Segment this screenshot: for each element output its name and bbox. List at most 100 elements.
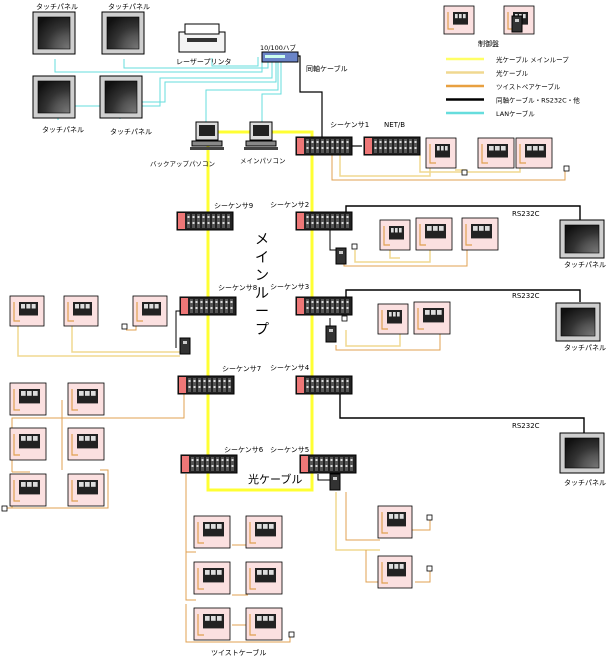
sequencer-led bbox=[198, 386, 201, 388]
sequencer-led bbox=[223, 380, 226, 382]
sequencer-led bbox=[212, 216, 215, 218]
sequencer-io-module bbox=[220, 299, 223, 313]
sequencer-led bbox=[311, 216, 314, 218]
sequencer-led bbox=[221, 465, 224, 467]
sequencer-led bbox=[374, 147, 377, 149]
sequencer-6-icon bbox=[180, 454, 238, 474]
sequencer-led bbox=[306, 307, 309, 309]
panel-module bbox=[27, 436, 32, 441]
panel-module bbox=[269, 616, 274, 621]
coax-cable bbox=[297, 55, 323, 138]
sequencer-io-module bbox=[316, 299, 319, 313]
sequencer-power-module bbox=[297, 377, 304, 393]
sequencer-io-module bbox=[326, 299, 329, 313]
touch-panel-label: タッチパネル bbox=[564, 260, 606, 269]
sequencer-led bbox=[215, 307, 218, 309]
sequencer-led bbox=[227, 216, 230, 218]
sequencer-io-module bbox=[321, 378, 324, 392]
sequencer-led bbox=[195, 301, 198, 303]
touch-panel-icon bbox=[559, 432, 605, 474]
sequencer-led bbox=[206, 459, 209, 461]
sequencer-io-module bbox=[222, 214, 225, 228]
touch-panel-icon bbox=[32, 11, 76, 55]
sequencer-led bbox=[306, 141, 309, 143]
sequencer-io-module bbox=[409, 139, 412, 153]
sequencer-led bbox=[315, 459, 318, 461]
sequencer-power-module bbox=[182, 456, 189, 472]
sequencer-led bbox=[311, 380, 314, 382]
panel-module bbox=[217, 616, 222, 621]
sequencer-led bbox=[321, 380, 324, 382]
control-panel-icon bbox=[67, 427, 105, 461]
sequencer-led bbox=[228, 380, 231, 382]
control-panel-icon bbox=[377, 555, 413, 589]
sequencer-io-module bbox=[306, 378, 309, 392]
sequencer-led bbox=[306, 147, 309, 149]
panel-module bbox=[394, 514, 399, 519]
panel-wiring bbox=[13, 302, 20, 322]
panel-module bbox=[501, 146, 506, 151]
sequencer-led bbox=[350, 465, 353, 467]
sequencer-led bbox=[341, 147, 344, 149]
converter-body bbox=[325, 325, 337, 343]
sequencer-led bbox=[330, 465, 333, 467]
control-panel-icon bbox=[461, 217, 499, 251]
panel-wiring bbox=[197, 568, 204, 590]
panel-module bbox=[263, 616, 268, 621]
sequencer-power-module bbox=[297, 213, 304, 229]
panel-wiring bbox=[383, 226, 390, 246]
sequencer-led bbox=[379, 141, 382, 143]
sequencer-io-module bbox=[310, 457, 313, 471]
sequencer-8-icon bbox=[179, 296, 237, 316]
twisted-cable bbox=[331, 155, 566, 181]
sequencer-led bbox=[192, 216, 195, 218]
touch-panel-icon bbox=[555, 302, 601, 342]
panel-wiring bbox=[381, 310, 388, 330]
sequencer-io-module bbox=[346, 299, 349, 313]
twisted-cable bbox=[412, 520, 431, 531]
panel-module bbox=[395, 228, 398, 233]
control-panel-icon bbox=[245, 561, 283, 595]
sequencer-led bbox=[414, 141, 417, 143]
sequencer-io-module bbox=[336, 139, 339, 153]
sequencer-io-module bbox=[326, 378, 329, 392]
touch-panel-label: タッチパネル bbox=[42, 125, 84, 134]
sequencer-led bbox=[201, 465, 204, 467]
panel-wiring bbox=[429, 144, 436, 164]
sequencer-led bbox=[306, 386, 309, 388]
sequencer-io-module bbox=[374, 139, 377, 153]
panel-wiring bbox=[417, 308, 424, 330]
optical-cable bbox=[419, 155, 521, 173]
panel-module bbox=[459, 14, 462, 19]
sequencer-io-module bbox=[326, 214, 329, 228]
optical-cable bbox=[339, 155, 431, 177]
sequencer-led bbox=[336, 222, 339, 224]
panel-module bbox=[27, 391, 32, 396]
sequencer-led bbox=[225, 307, 228, 309]
net-b-label: NET/B bbox=[384, 121, 405, 129]
sequencer-io-module bbox=[345, 457, 348, 471]
sequencer-power-module bbox=[297, 138, 304, 154]
control-panel-icon bbox=[443, 5, 475, 35]
sequencer-led bbox=[326, 307, 329, 309]
sequencer-led bbox=[394, 147, 397, 149]
sequencer-io-module bbox=[306, 299, 309, 313]
sequencer-led bbox=[230, 301, 233, 303]
control-panel-icon bbox=[132, 295, 168, 327]
sequencer-io-module bbox=[330, 457, 333, 471]
sequencer-led bbox=[346, 147, 349, 149]
printer-icon bbox=[178, 23, 226, 53]
control-panel-label: 制御盤 bbox=[478, 39, 499, 48]
sequencer-io-module bbox=[226, 457, 229, 471]
control-panel-icon bbox=[9, 427, 47, 461]
sequencer-io-module bbox=[215, 299, 218, 313]
panel-module bbox=[211, 570, 216, 575]
panel-wiring bbox=[197, 522, 204, 544]
panel-wiring bbox=[71, 480, 78, 502]
sequencer-led bbox=[316, 380, 319, 382]
sequencer-led bbox=[227, 222, 230, 224]
control-panel-icon bbox=[9, 382, 47, 416]
sequencer-io-module bbox=[210, 299, 213, 313]
sequencer-led bbox=[389, 141, 392, 143]
sequencer-led bbox=[213, 386, 216, 388]
